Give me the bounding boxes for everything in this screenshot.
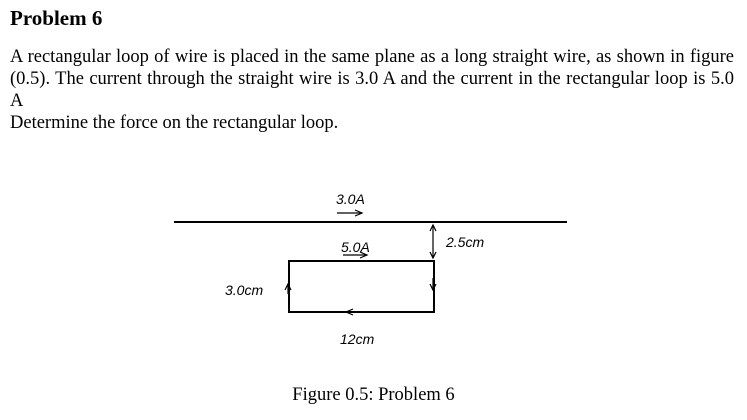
- separation-label: 2.5cm: [445, 234, 484, 250]
- loop-bottom-current-arrowhead: [344, 308, 354, 316]
- loop-current-label: 5.0A: [341, 239, 370, 255]
- loop-right-side-arrowhead: [429, 283, 437, 292]
- problem-title: Problem 6: [10, 6, 103, 30]
- loop-left-side-arrowhead: [284, 282, 292, 291]
- problem-question-text: Determine the force on the rectangular l…: [10, 113, 339, 133]
- loop-height-label: 3.0cm: [225, 282, 263, 298]
- separation-arrow-up: [429, 223, 437, 232]
- loop-top-current-arrowhead: [359, 251, 369, 259]
- problem-statement: A rectangular loop of wire is placed in …: [10, 46, 734, 134]
- loop-length-label: 12cm: [340, 331, 375, 347]
- rectangular-loop: [288, 260, 435, 313]
- separation-arrow-down: [429, 251, 437, 260]
- straight-wire-current-arrowhead: [354, 209, 364, 217]
- straight-wire-current-label: 3.0A: [336, 191, 365, 207]
- problem-statement-text: A rectangular loop of wire is placed in …: [10, 47, 734, 111]
- figure-caption: Figure 0.5: Problem 6: [292, 385, 455, 405]
